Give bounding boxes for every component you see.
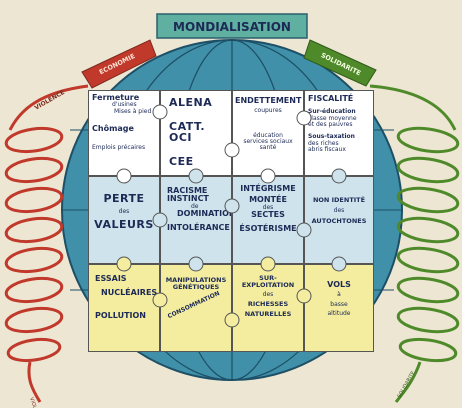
piece-r2c3: INTÉGRISME MONTÉE des SECTES ÉSOTÉRISME [232, 176, 304, 264]
piece-r3c3-line: SUR-EXPLOITATION [241, 274, 295, 289]
piece-r1c3-line: coupures [254, 107, 282, 115]
piece-r3c4-line: basse [330, 300, 348, 308]
piece-r1c4-line: abris fiscaux [308, 145, 346, 153]
piece-r3c2-line: MANIPULATIONS [165, 276, 227, 284]
piece-r1c4-line: Sous-taxation [308, 133, 355, 141]
piece-r2c3-line: des [262, 203, 274, 211]
piece-r1c4: FISCALITÉ Sur-éducation classe moyenne e… [304, 90, 374, 176]
piece-r1c2-line: CEE [169, 154, 194, 168]
piece-r2c2-line: RACISME [167, 186, 208, 195]
piece-r2c1-line: PERTE [103, 192, 145, 205]
piece-r3c1-line: ESSAIS [95, 274, 127, 283]
piece-r2c4: NON IDENTITÉ des AUTOCHTONES [304, 176, 374, 264]
piece-r3c2: MANIPULATIONS GÉNÉTIQUES CONSOMMATION [160, 264, 232, 352]
piece-r3c4: VOLS à basse altitude [304, 264, 374, 352]
piece-r3c4-line: VOLS [327, 280, 351, 289]
piece-r2c1: PERTE des VALEURS [88, 176, 160, 264]
piece-r3c1-line: POLLUTION [95, 310, 146, 320]
piece-r2c3-line: INTÉGRISME [240, 184, 296, 193]
piece-r2c2-line: INTOLÉRANCE [167, 223, 230, 233]
piece-r1c4-line: des riches [308, 139, 339, 147]
title-banner: MONDIALISATION [156, 13, 308, 39]
piece-r2c3-line: SECTES [251, 210, 285, 220]
piece-r3c4-line: à [337, 291, 341, 299]
piece-r2c4-line: NON IDENTITÉ [312, 196, 366, 204]
piece-r1c1-line: Emplois précaires [92, 144, 146, 152]
piece-r2c2-line: DOMINATION [177, 209, 232, 219]
piece-r1c1-line: Mises à pied [114, 107, 152, 115]
piece-r3c4-line: altitude [327, 309, 351, 317]
piece-r1c4-line: et des pauvres [308, 120, 353, 128]
piece-r2c4-line: AUTOCHTONES [311, 217, 367, 226]
piece-r1c4-line: classe moyenne [308, 114, 357, 122]
piece-r1c2: ALENA CATT. OCI CEE [160, 90, 232, 176]
spiral-left-bottom-label: VIOLENCE [28, 397, 42, 408]
piece-r2c2-line: de [191, 202, 199, 210]
piece-r1c4-line: FISCALITÉ [308, 94, 354, 103]
title-text: MONDIALISATION [173, 20, 291, 34]
piece-r3c1-line: NUCLÉAIRES [101, 288, 158, 298]
piece-r1c1-line: d'usines [112, 101, 137, 109]
spiral-right [369, 84, 460, 403]
piece-r2c3-line: MONTÉE [249, 195, 287, 205]
piece-r1c3-line: services sociaux [243, 137, 293, 145]
piece-r2c1-line: VALEURS [94, 217, 154, 231]
piece-r1c2-line: ALENA [169, 96, 213, 109]
piece-r1c3-line: éducation [253, 131, 283, 139]
piece-r1c1: Fermeture d'usines Mises à pied Chômage … [88, 90, 160, 176]
piece-r2c2: RACISME INSTINCT de DOMINATION INTOLÉRAN… [160, 176, 232, 264]
piece-r1c1-line: Chômage [92, 123, 134, 133]
piece-r3c3-line: RICHESSES [247, 299, 289, 308]
piece-r2c3-line: ÉSOTÉRISME [239, 224, 297, 234]
piece-r1c2-line: CATT. OCI [169, 119, 205, 145]
piece-r3c3-line: NATURELLES [244, 309, 292, 318]
piece-r3c2-line: GÉNÉTIQUES [172, 282, 220, 291]
piece-r3c3: SUR-EXPLOITATION des RICHESSES NATURELLE… [232, 264, 304, 352]
piece-r3c1: ESSAIS NUCLÉAIRES POLLUTION [88, 264, 160, 352]
piece-r3c3-line: des [262, 290, 274, 298]
piece-r2c4-line: des [333, 206, 345, 214]
piece-r1c3-line: ENDETTEMENT [235, 96, 302, 105]
piece-r1c1-line: Fermeture [92, 93, 140, 102]
spiral-left [4, 84, 89, 403]
piece-r1c3: ENDETTEMENT coupures éducation services … [232, 90, 304, 176]
piece-r3c2-line: CONSOMMATION [166, 289, 221, 320]
piece-r1c3-line: santé [259, 144, 277, 152]
spiral-right-bottom-label: SOLIDARITE [397, 370, 417, 399]
piece-r2c1-line: des [118, 207, 130, 215]
piece-r1c4-line: Sur-éducation [308, 108, 356, 116]
piece-r2c2-line: INSTINCT [167, 194, 209, 204]
